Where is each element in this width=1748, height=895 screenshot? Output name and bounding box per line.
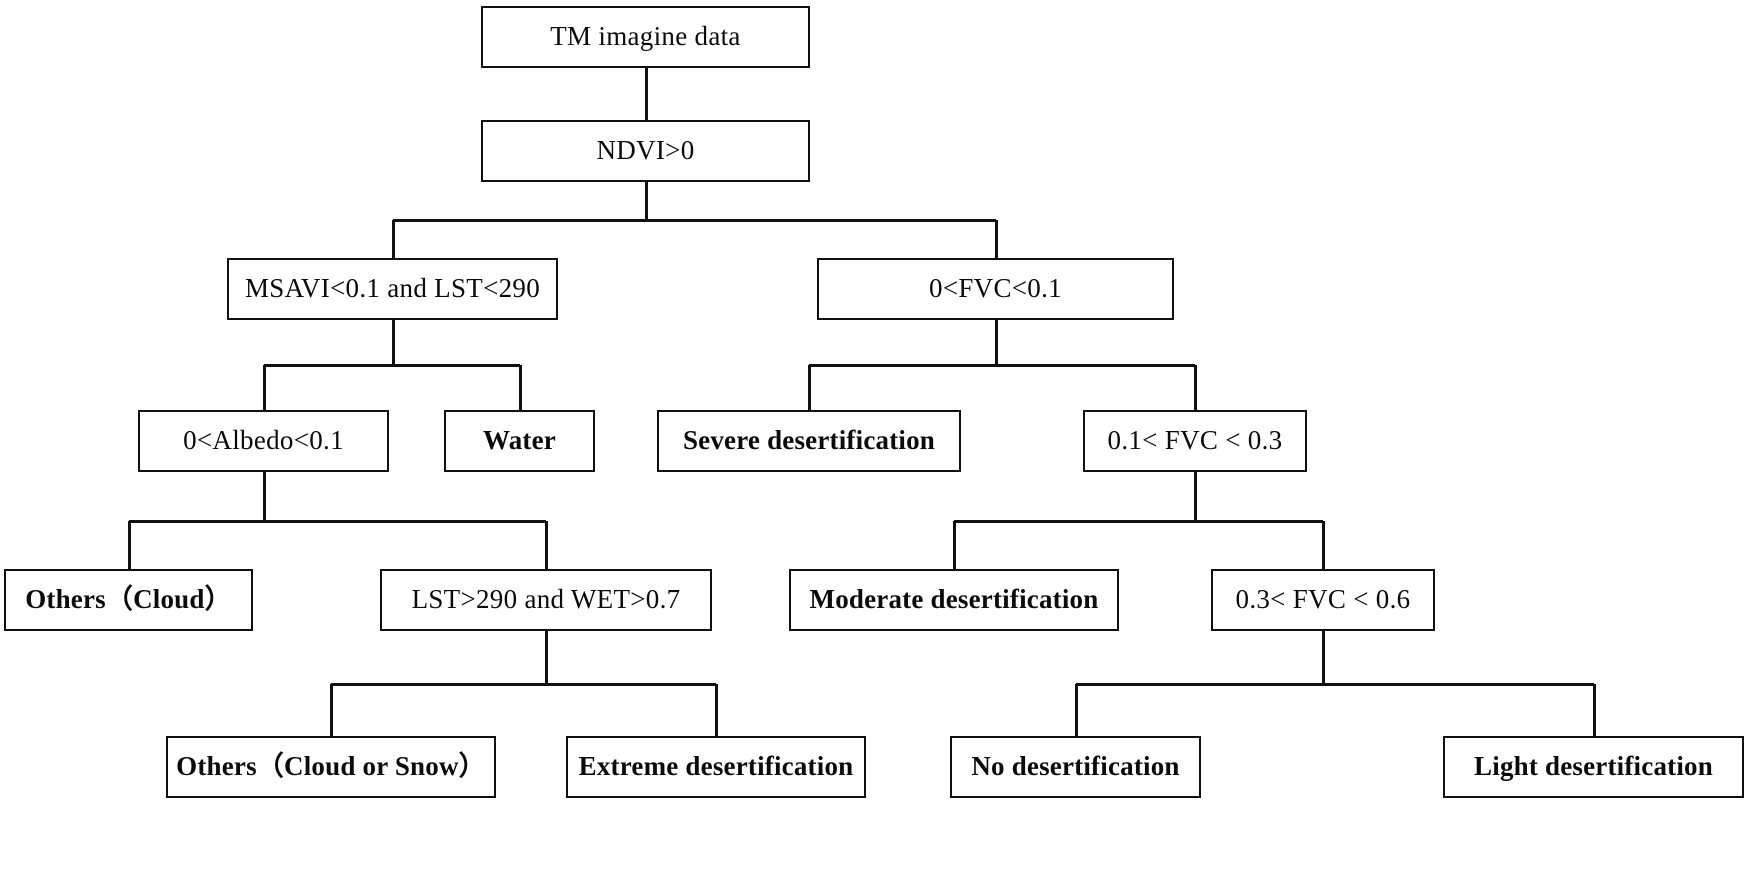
edge-bus-n8 — [954, 520, 1323, 523]
edge-drop-n7 — [808, 365, 811, 410]
edge-drop-n5 — [262, 365, 266, 410]
edge-drop-n9 — [127, 521, 131, 569]
edge-drop-n6 — [518, 365, 522, 410]
edge-stem-n4 — [994, 320, 998, 365]
flow-node-label: Extreme desertification — [578, 751, 854, 782]
edge-stem-n3 — [391, 320, 395, 365]
edge-bus-n4 — [809, 364, 1195, 367]
flow-node-n6: Water — [444, 410, 595, 472]
flow-node-n10: LST>290 and WET>0.7 — [380, 569, 712, 631]
flow-node-label: NDVI>0 — [596, 135, 695, 166]
edge-drop-n11 — [953, 521, 956, 569]
flow-node-label: MSAVI<0.1 and LST<290 — [244, 273, 541, 304]
flow-node-label: 0.1< FVC < 0.3 — [1107, 425, 1283, 456]
edge-drop-n3 — [391, 220, 395, 258]
flow-node-label: TM imagine data — [550, 21, 741, 52]
edge-drop-n14 — [715, 684, 718, 736]
edge-bus-n3 — [263, 364, 520, 367]
flow-node-n4: 0<FVC<0.1 — [817, 258, 1174, 320]
flow-node-label: No desertification — [971, 751, 1180, 782]
edge-bus-n2 — [392, 219, 996, 222]
edge-stem-n5 — [262, 472, 266, 521]
flow-node-label: 0<FVC<0.1 — [929, 273, 1062, 304]
edge-bus-n5 — [128, 520, 546, 523]
flow-node-n1: TM imagine data — [481, 6, 810, 68]
edge-stem-n8 — [1194, 472, 1197, 521]
flow-node-n14: Extreme desertification — [566, 736, 866, 798]
flow-node-label: Water — [483, 425, 556, 456]
edge-stem-n2 — [644, 182, 648, 220]
edge-drop-n16 — [1592, 684, 1596, 736]
edge-bus-n10 — [331, 683, 716, 686]
flow-node-label: Others（Cloud） — [25, 584, 232, 615]
flow-node-n2: NDVI>0 — [481, 120, 810, 182]
edge-bus-n12 — [1075, 683, 1594, 686]
flow-node-n3: MSAVI<0.1 and LST<290 — [227, 258, 558, 320]
flow-node-label: 0<Albedo<0.1 — [183, 425, 344, 456]
flow-node-n15: No desertification — [950, 736, 1201, 798]
flow-node-label: Moderate desertification — [809, 584, 1099, 615]
flow-node-n5: 0<Albedo<0.1 — [138, 410, 389, 472]
flow-node-label: 0.3< FVC < 0.6 — [1235, 584, 1411, 615]
edge-n1-n2 — [644, 68, 648, 120]
flow-node-n12: 0.3< FVC < 0.6 — [1211, 569, 1435, 631]
edge-stem-n10 — [545, 631, 548, 684]
flow-node-n16: Light desertification — [1443, 736, 1744, 798]
edge-drop-n10 — [545, 521, 548, 569]
flow-node-label: Severe desertification — [682, 425, 936, 456]
flow-node-n9: Others（Cloud） — [4, 569, 253, 631]
flow-node-n7: Severe desertification — [657, 410, 961, 472]
edge-drop-n15 — [1074, 684, 1078, 736]
flow-node-label: Light desertification — [1474, 751, 1713, 782]
flow-node-n11: Moderate desertification — [789, 569, 1119, 631]
edge-drop-n13 — [330, 684, 333, 736]
edge-drop-n12 — [1322, 521, 1325, 569]
flow-node-n8: 0.1< FVC < 0.3 — [1083, 410, 1307, 472]
edge-stem-n12 — [1322, 631, 1325, 684]
flow-node-label: Others（Cloud or Snow） — [176, 751, 486, 782]
flow-node-n13: Others（Cloud or Snow） — [166, 736, 496, 798]
edge-drop-n8 — [1194, 365, 1197, 410]
flow-node-label: LST>290 and WET>0.7 — [411, 584, 681, 615]
edge-drop-n4 — [994, 220, 998, 258]
